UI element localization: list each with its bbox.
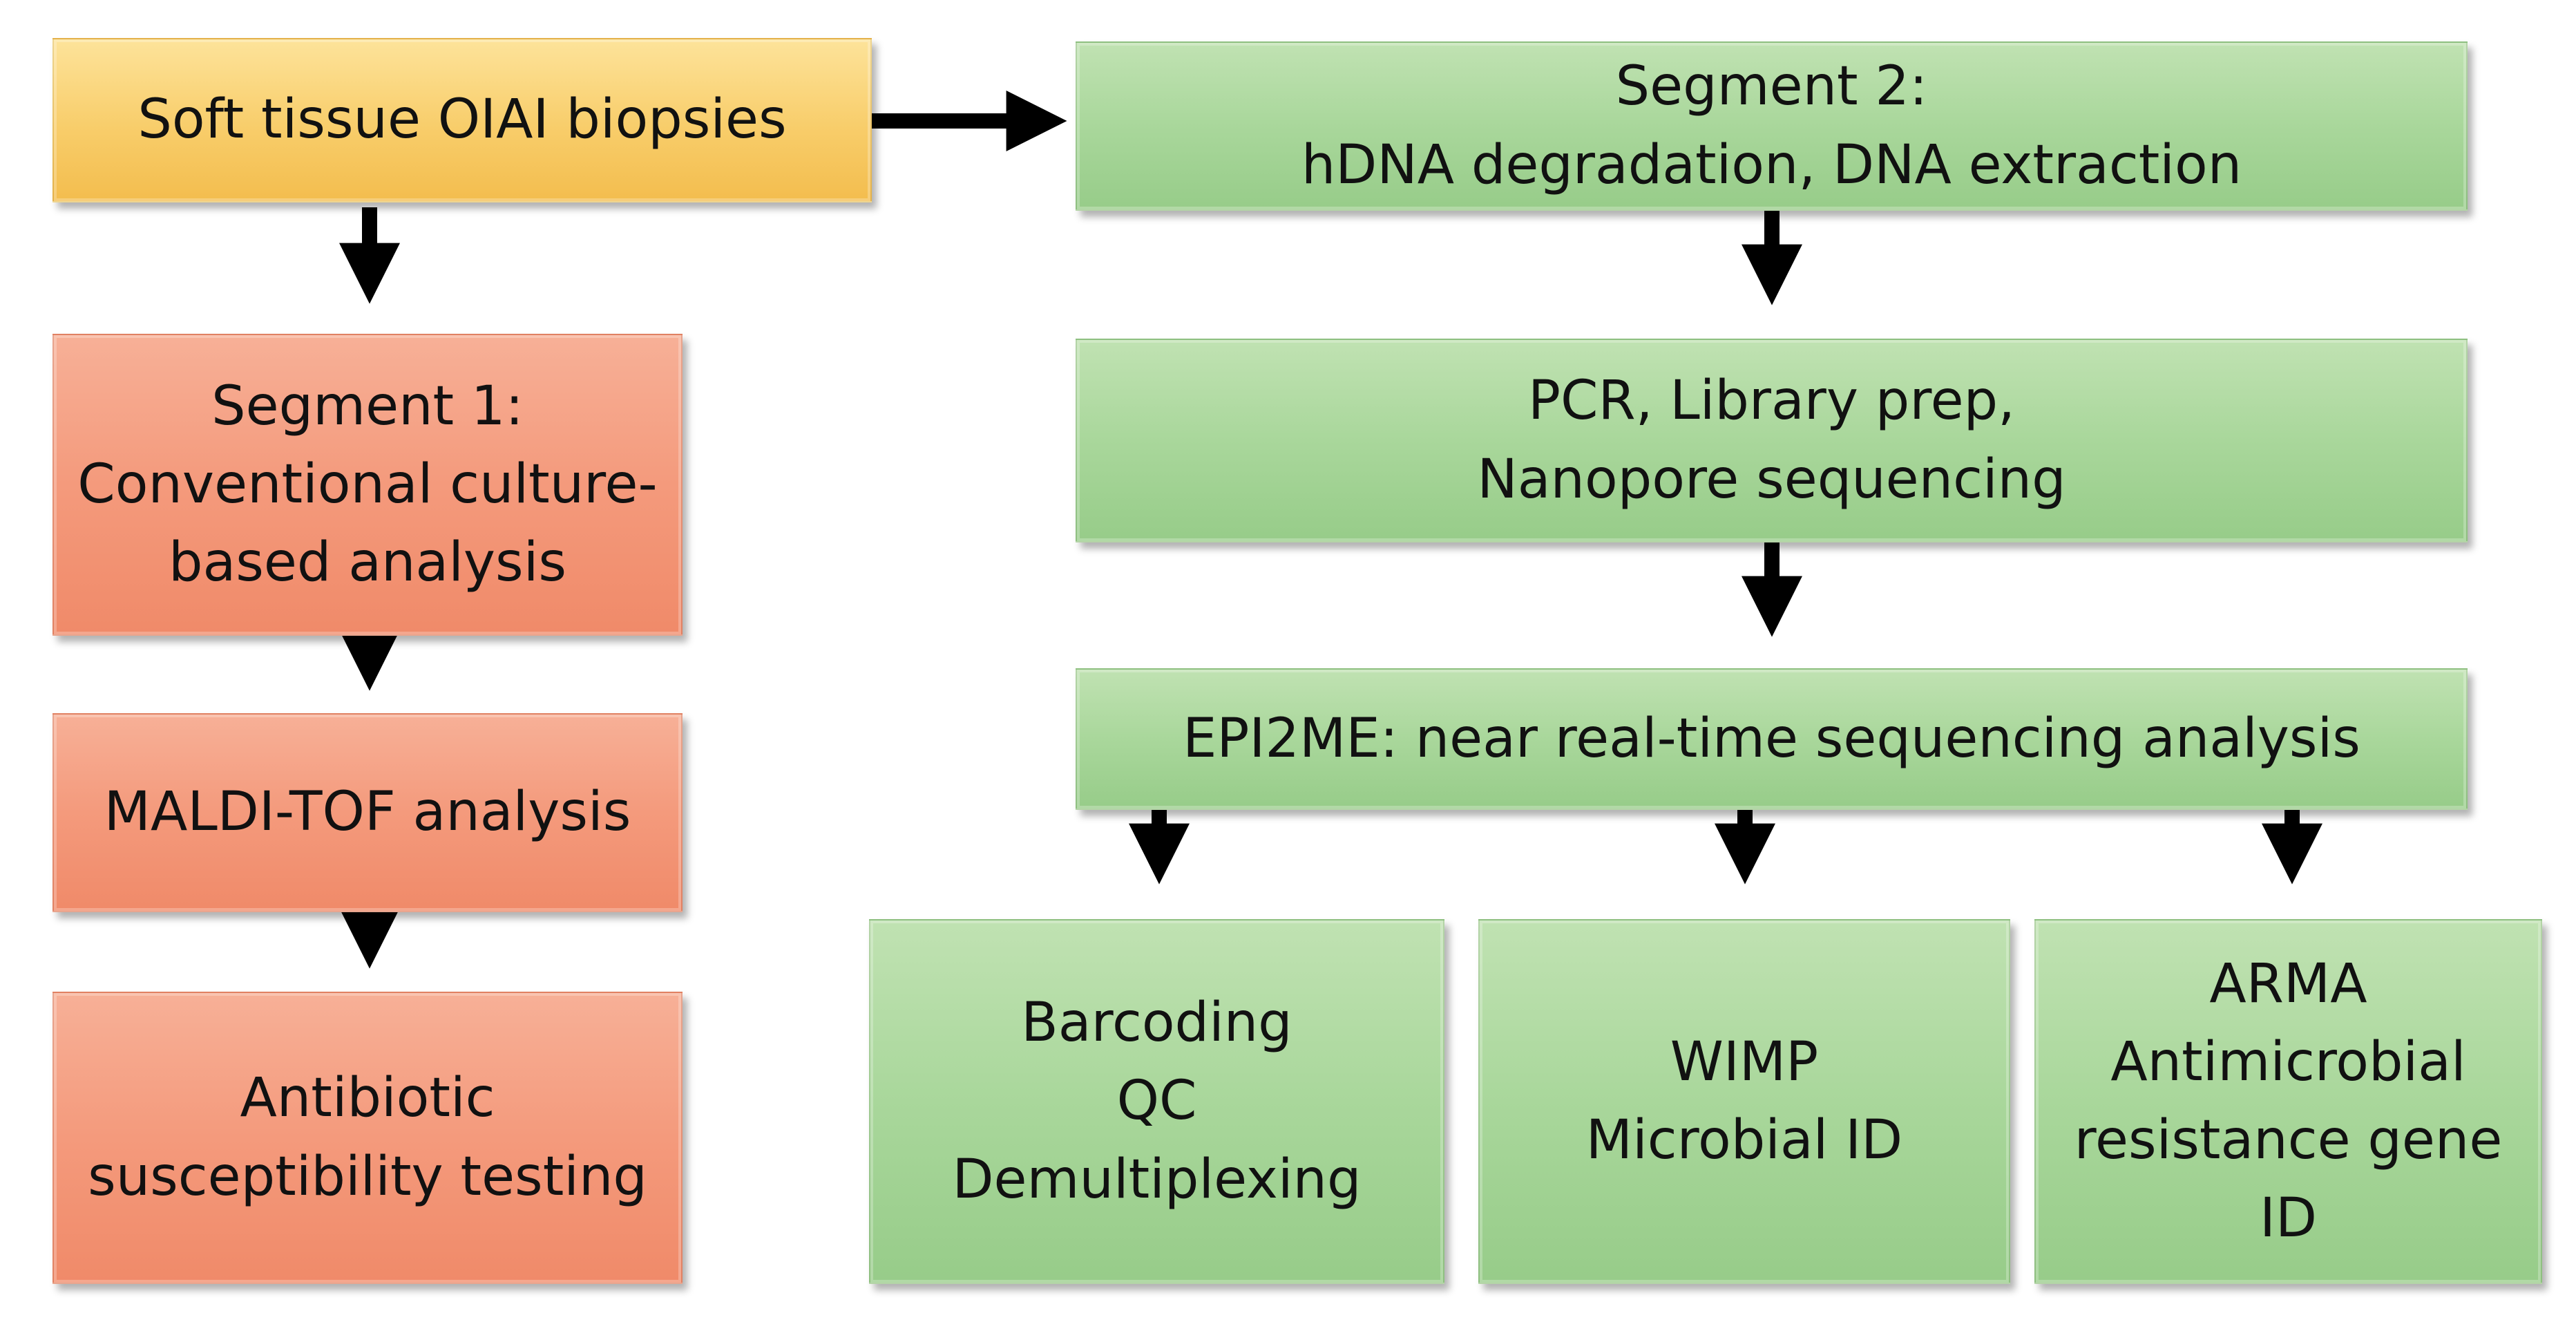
wimp-label: WIMP Microbial ID [1585,1030,1903,1171]
segment2-label: Segment 2: hDNA degradation, DNA extract… [1301,55,2242,196]
epi2me-label: EPI2ME: near real-time sequencing analys… [1183,707,2360,770]
wimp-box: WIMP Microbial ID [1478,919,2010,1284]
epi2me-box: EPI2ME: near real-time sequencing analys… [1076,668,2468,810]
barcoding-box: Barcoding QC Demultiplexing [869,919,1444,1284]
arma-label: ARMA Antimicrobial resistance gene ID [2074,952,2503,1250]
maldi-box: MALDI-TOF analysis [53,713,683,912]
antibiotic-box: Antibiotic susceptibility testing [53,992,683,1284]
biopsies-box: Soft tissue OIAI biopsies [53,38,872,202]
biopsies-label: Soft tissue OIAI biopsies [137,88,787,151]
arma-box: ARMA Antimicrobial resistance gene ID [2034,919,2542,1284]
segment1-box: Segment 1: Conventional culture- based a… [53,334,683,636]
barcoding-label: Barcoding QC Demultiplexing [952,992,1362,1211]
pcr-box: PCR, Library prep, Nanopore sequencing [1076,339,2468,542]
maldi-label: MALDI-TOF analysis [104,781,631,844]
segment2-box: Segment 2: hDNA degradation, DNA extract… [1076,41,2468,211]
pcr-label: PCR, Library prep, Nanopore sequencing [1477,370,2066,511]
segment1-label: Segment 1: Conventional culture- based a… [77,375,658,594]
antibiotic-label: Antibiotic susceptibility testing [88,1067,647,1208]
